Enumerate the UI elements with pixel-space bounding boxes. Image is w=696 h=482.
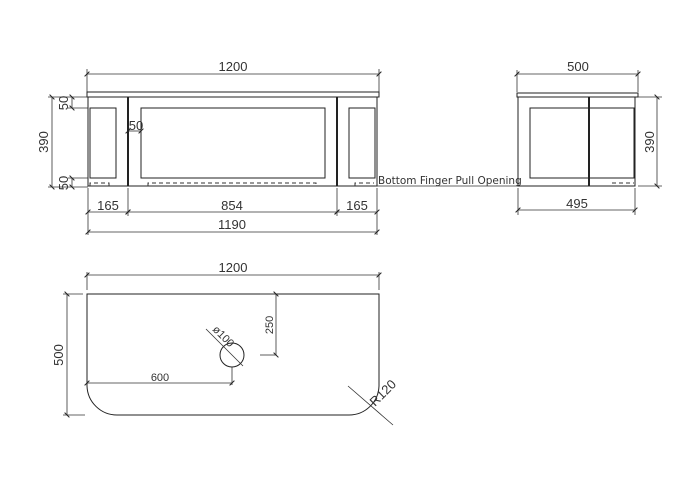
svg-text:Bottom Finger Pull Opening: Bottom Finger Pull Opening — [378, 175, 522, 187]
svg-text:165: 165 — [97, 198, 119, 213]
dim-hole-offset-x: 600 — [84, 367, 235, 386]
svg-text:165: 165 — [346, 198, 368, 213]
right-door-panel — [348, 107, 376, 179]
svg-text:500: 500 — [567, 59, 589, 74]
dim-carcass-width: 1190 — [85, 217, 380, 235]
front-elevation: 1200 50 390 — [36, 59, 382, 235]
svg-text:500: 500 — [51, 344, 66, 366]
dim-side-height: 390 — [638, 94, 662, 189]
dim-stile: 50 — [125, 118, 144, 134]
carcass-front — [87, 96, 378, 187]
svg-text:1190: 1190 — [218, 217, 246, 232]
dim-top-width: 1200 — [84, 260, 382, 290]
benchtop-outline — [86, 293, 380, 416]
carcass-side — [517, 96, 636, 187]
dim-top-rail: 50 — [56, 94, 88, 111]
dim-top-depth: 500 — [51, 291, 85, 418]
dim-hole-offset-y: 250 — [260, 291, 279, 358]
dim-panel-widths: 165 854 165 — [85, 188, 380, 235]
dim-corner-radius: R120 — [347, 377, 400, 426]
side-elevation: 500 390 495 — [514, 59, 662, 215]
benchtop-side — [516, 92, 639, 98]
svg-text:250: 250 — [264, 316, 276, 334]
svg-text:495: 495 — [566, 196, 588, 211]
dim-front-height: 390 — [36, 94, 88, 190]
svg-text:390: 390 — [642, 131, 657, 153]
dim-front-overall-width: 1200 — [84, 59, 382, 92]
finger-pull-annotation: Bottom Finger Pull Opening — [375, 175, 522, 187]
svg-text:600: 600 — [151, 372, 169, 384]
svg-text:50: 50 — [129, 118, 143, 133]
svg-text:854: 854 — [221, 198, 243, 213]
svg-text:390: 390 — [36, 131, 51, 153]
dim-bottom-rail: 50 — [56, 175, 88, 190]
dim-side-carcass: 495 — [515, 188, 638, 215]
side-panel — [529, 107, 635, 179]
svg-text:50: 50 — [56, 176, 71, 190]
svg-text:1200: 1200 — [219, 59, 248, 74]
top-plan: 1200 500 ø100 600 250 R120 — [51, 260, 400, 426]
left-door-panel — [89, 107, 117, 179]
benchtop-front — [86, 91, 380, 98]
svg-text:1200: 1200 — [219, 260, 248, 275]
dim-side-depth: 500 — [514, 59, 641, 92]
svg-text:50: 50 — [56, 96, 71, 110]
center-drawer-panel — [140, 107, 326, 179]
svg-text:R120: R120 — [367, 377, 400, 410]
